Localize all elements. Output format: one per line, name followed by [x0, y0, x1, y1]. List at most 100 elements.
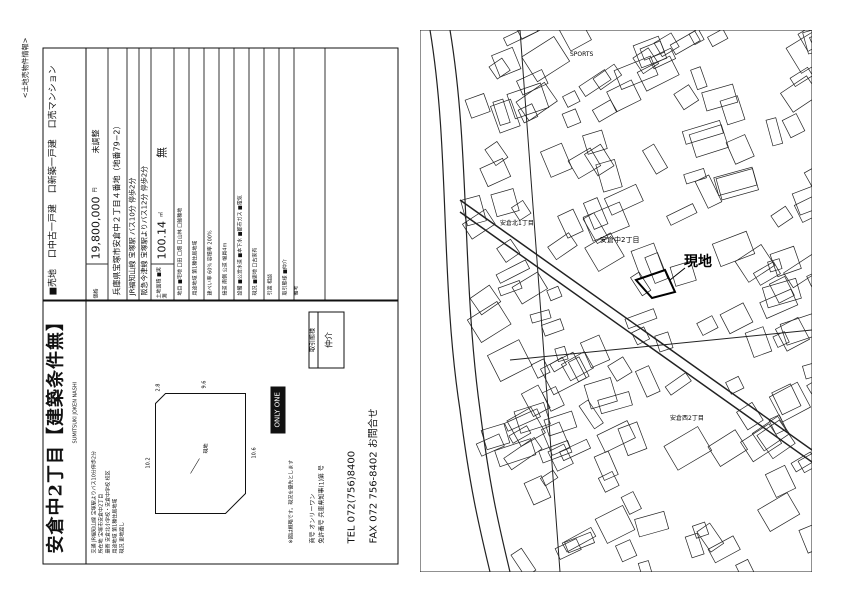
map-block	[669, 260, 697, 287]
setback-value: 無	[155, 146, 169, 158]
map-block	[734, 244, 776, 283]
spec-value: 現況 ■更地 口古家有	[252, 247, 259, 296]
map-block	[558, 30, 592, 52]
map-block	[547, 232, 578, 261]
divider	[43, 300, 398, 302]
map-block	[606, 79, 642, 113]
transport-value: 阪急今津線 宝塚駅よりバス12分 停歩2分	[140, 165, 149, 296]
map-block	[684, 532, 705, 559]
map-block	[711, 230, 756, 267]
lot-plan-diagram: 10.2 9.6 10.6 2.8 現地	[146, 381, 258, 514]
map-block	[752, 261, 781, 286]
map-block	[578, 399, 604, 430]
spec-value: 用途地域 第1種住居地域	[192, 240, 199, 296]
kind-item: 口新築一戸建	[48, 139, 59, 194]
kind-item: ■売地	[48, 268, 59, 296]
map-block	[541, 386, 565, 412]
map-block	[461, 208, 496, 240]
map-block	[617, 421, 648, 457]
map-block	[793, 194, 812, 223]
map-block	[781, 113, 806, 139]
map-block	[469, 284, 502, 316]
area-row: 土地面積 ■実測 100.14 ㎡ 無	[151, 48, 175, 300]
map-block	[803, 166, 812, 196]
tel-number[interactable]: TEL 072(756)8400	[346, 450, 358, 544]
map-block	[779, 311, 812, 346]
map-block	[490, 188, 520, 218]
map-block	[503, 30, 539, 47]
spec-row: 取引態様 ■仲介	[279, 48, 295, 300]
map-block	[540, 142, 573, 178]
map-block	[567, 147, 602, 180]
map-block	[691, 521, 710, 539]
info-lines: 交通 JR福知山線 宝塚駅よりバス10分停歩2分 所在地 宝塚市安倉中2丁目 最…	[92, 451, 127, 554]
site-marker	[634, 268, 677, 300]
map-block	[561, 526, 597, 553]
map-block	[688, 124, 729, 158]
map-block	[596, 420, 636, 453]
map-block	[515, 81, 558, 122]
flyer-frame: 安倉中2丁目【建築条件無】 SUMITSUKI JOKEN NASHI ■売地 …	[42, 47, 399, 565]
map-block	[648, 47, 677, 70]
kind-item: 口中古一戸建	[48, 204, 59, 259]
map-block	[701, 83, 739, 112]
company-name: 商号 オンリーワン	[309, 493, 317, 544]
map-block	[690, 66, 708, 91]
map-block	[797, 442, 812, 474]
spec-row: 現況 ■更地 口古家有	[249, 48, 265, 300]
map-block	[644, 252, 669, 284]
map-block	[735, 558, 757, 572]
map-block	[549, 356, 567, 373]
map-block	[466, 301, 512, 344]
transport-value: JR福知山線 宝塚駅 バス10分 停歩2分	[128, 177, 137, 296]
map-block	[707, 30, 729, 48]
deal-type-value: 仲介	[324, 332, 334, 348]
map-block	[603, 183, 644, 216]
map-block	[806, 260, 812, 296]
main-road	[459, 199, 812, 451]
map-block	[707, 429, 749, 467]
map-block	[761, 277, 802, 309]
spec-value: 設備 ■公営水道 ■本下水 ■都市ガス ■電気	[237, 195, 244, 296]
plan-dimension: 10.2	[146, 457, 152, 468]
spec-row: 用途地域 第1種住居地域	[189, 48, 205, 300]
map-block	[719, 302, 754, 335]
transport-row: JR福知山線 宝塚駅 バス10分 停歩2分	[127, 48, 140, 300]
map-block	[789, 66, 812, 88]
spec-value: 建ぺい率 60% 容積率 200%	[207, 230, 214, 296]
map-block	[802, 30, 812, 55]
spec-row: 引渡 相談	[264, 48, 280, 300]
map-block	[683, 168, 707, 185]
map-label: 安倉北1丁目	[500, 219, 534, 227]
map-block	[707, 535, 741, 564]
company-logo: ONLY ONE	[270, 386, 286, 434]
map-block	[771, 383, 802, 416]
fax-number: FAX 072 756-8402 お問合せ	[368, 408, 380, 544]
map-block	[595, 159, 623, 193]
map-block	[642, 143, 669, 175]
contact-block: ONLY ONE ※図は概略です。現況を優先とします 商号 オンリーワン 免許番…	[269, 309, 394, 554]
kind-item: 口売マンション	[48, 65, 59, 129]
map-block	[740, 423, 783, 463]
map-block	[543, 410, 578, 437]
map-block	[736, 401, 764, 431]
map-block	[615, 539, 638, 563]
info-line: 交通 JR福知山線 宝塚駅よりバス10分停歩2分	[91, 450, 98, 554]
map-block	[546, 285, 563, 302]
header-note: <土地売物件情報>	[21, 37, 30, 99]
map-block	[654, 331, 674, 353]
plan-note: ※図は概略です。現況を優先とします	[288, 459, 295, 544]
map-block	[516, 69, 549, 96]
map-block	[583, 143, 615, 177]
map-block	[624, 308, 658, 330]
map-block	[511, 271, 549, 305]
map-block	[562, 90, 581, 108]
address-row: 兵庫県宝塚市安倉中２丁目４番地（地番79−2）	[108, 48, 128, 300]
map-block	[520, 384, 551, 417]
map-block	[632, 35, 668, 69]
map-block	[632, 47, 660, 75]
map-block	[713, 166, 758, 197]
map-block	[464, 93, 491, 119]
spec-row: 建ぺい率 60% 容積率 200%	[204, 48, 220, 300]
map-block	[582, 201, 630, 242]
